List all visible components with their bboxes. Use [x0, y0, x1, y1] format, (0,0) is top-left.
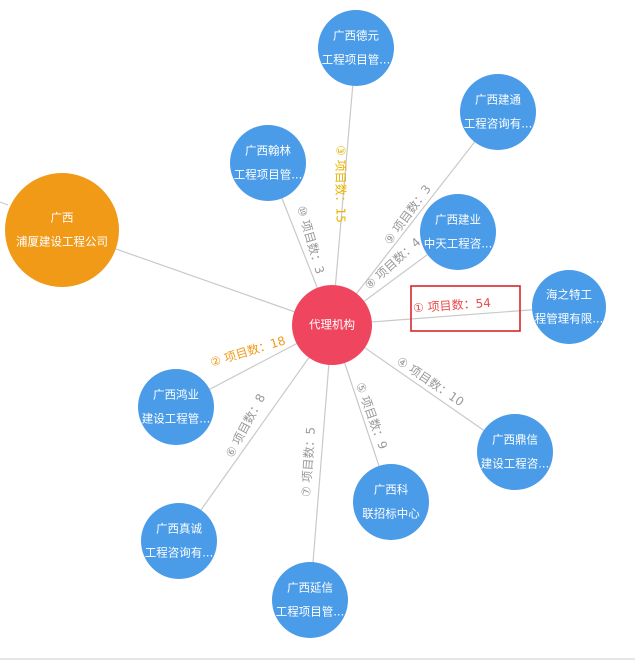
node-circle[interactable] — [318, 10, 394, 86]
node-label-line: 工程项目管... — [322, 53, 390, 67]
nodes-layer: 海之特工程管理有限...广西浦厦建设工程公司广西德元工程项目管...广西鼎信建设… — [5, 10, 606, 638]
node-label-line: 工程咨询有... — [464, 117, 532, 131]
node-label-line: 广西翰林 — [245, 144, 291, 158]
edge-n9 — [331, 111, 499, 326]
node-label-line: 浦厦建设工程公司 — [16, 235, 108, 249]
edge-label-n2: ② 项目数：18 — [208, 332, 287, 369]
edge-n7 — [309, 324, 333, 601]
edge-label-n7: ⑦ 项目数：5 — [298, 426, 318, 497]
edge-stub-left — [0, 201, 9, 206]
node-circle[interactable] — [230, 125, 306, 201]
edge-label-n1: ① 项目数：54 — [413, 295, 492, 315]
node-circle[interactable] — [5, 173, 119, 287]
node-n11[interactable]: 广西鸿业建设工程管... — [138, 369, 214, 445]
node-label-line: 广西建业 — [435, 213, 481, 227]
node-label-line: 广西鸿业 — [153, 388, 199, 402]
edge-n3 — [331, 47, 357, 326]
node-label-line: 广西科 — [374, 483, 409, 497]
edge-n6 — [178, 324, 333, 542]
node-label-line: 工程咨询有... — [145, 546, 213, 560]
node-circle[interactable] — [353, 464, 429, 540]
node-label-line: 广西鼎信 — [492, 433, 538, 447]
node-label-line: 建设工程咨... — [481, 457, 549, 471]
node-label-line: 广西德元 — [333, 29, 379, 43]
node-circle[interactable] — [477, 414, 553, 490]
node-circle[interactable] — [532, 270, 606, 344]
node-label-line: 广西延信 — [287, 581, 333, 595]
node-label-line: 广西建通 — [475, 93, 521, 107]
node-n1[interactable]: 海之特工程管理有限... — [532, 270, 606, 344]
edge-label-n3: ③ 项目数：15 — [334, 145, 349, 223]
node-n6[interactable]: 广西真诚工程咨询有... — [141, 503, 217, 579]
edge-label-n4: ④ 项目数：10 — [394, 353, 467, 409]
edge-label-n5: ⑤ 项目数：9 — [353, 380, 391, 451]
node-label-line: 海之特工 — [546, 288, 592, 302]
node-circle[interactable] — [138, 369, 214, 445]
node-label-line: 建设工程管... — [142, 412, 210, 426]
node-circle[interactable] — [460, 74, 536, 150]
node-n4[interactable]: 广西鼎信建设工程咨... — [477, 414, 553, 490]
node-label-line: 工程项目管... — [276, 605, 344, 619]
center-node-label: 代理机构 — [309, 318, 355, 332]
node-circle[interactable] — [272, 562, 348, 638]
node-n3[interactable]: 广西德元工程项目管... — [318, 10, 394, 86]
node-n10[interactable]: 广西翰林工程项目管... — [230, 125, 306, 201]
edge-label-n10: ⑩ 项目数：3 — [294, 204, 328, 276]
node-label-line: 中天工程咨... — [424, 237, 492, 251]
center-node-circle[interactable] — [292, 285, 372, 365]
node-label-line: 工程项目管... — [234, 168, 302, 182]
node-n9[interactable]: 广西建通工程咨询有... — [460, 74, 536, 150]
node-label-line: 广西 — [51, 211, 74, 225]
center-node[interactable]: 代理机构 — [292, 285, 372, 365]
node-n8[interactable]: 广西建业中天工程咨... — [420, 194, 496, 270]
node-label-line: 程管理有限... — [535, 312, 603, 326]
node-circle[interactable] — [141, 503, 217, 579]
node-label-line: 联招标中心 — [362, 507, 420, 521]
node-circle[interactable] — [420, 194, 496, 270]
node-n7[interactable]: 广西延信工程项目管... — [272, 562, 348, 638]
highlight-box — [410, 285, 521, 332]
node-label-line: 广西真诚 — [156, 522, 202, 536]
